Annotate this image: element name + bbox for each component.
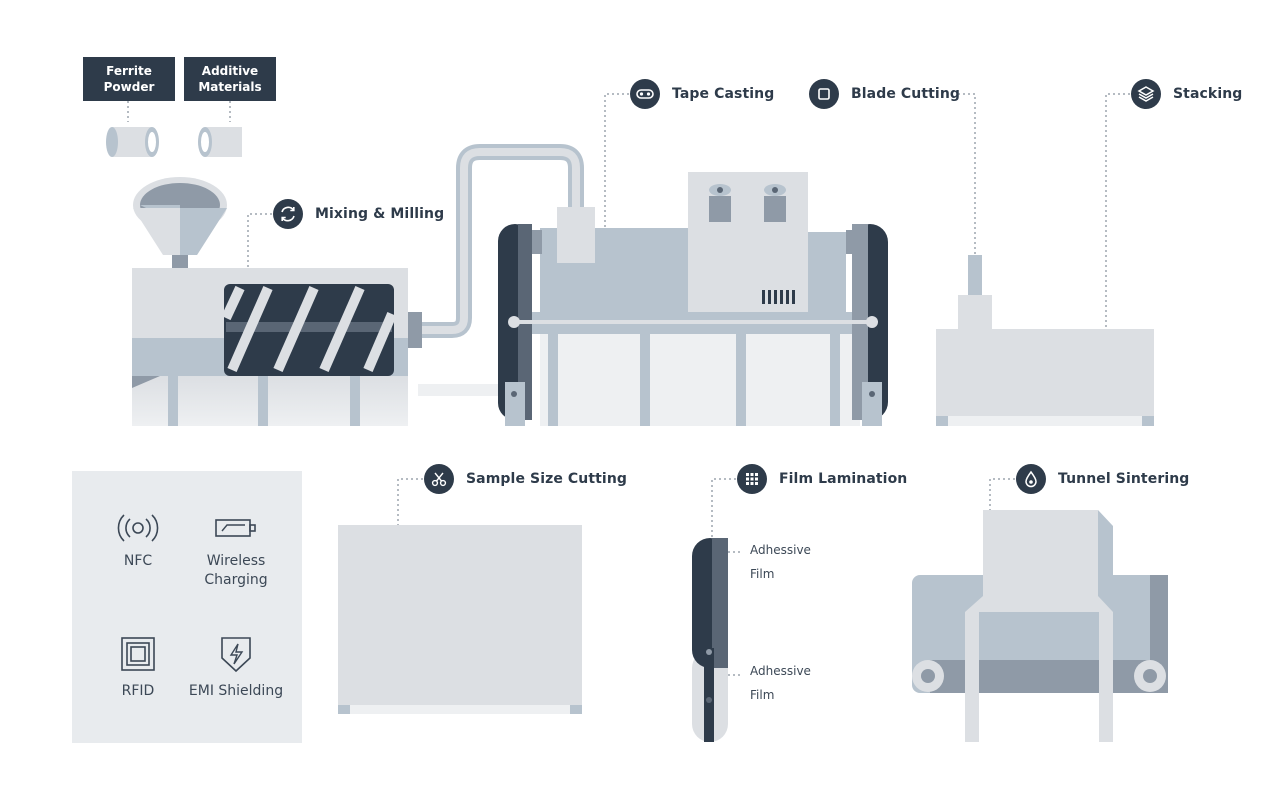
feed-pipe [418,144,584,396]
sample-cutting-table [338,525,582,714]
application-rfid: RFID [98,634,178,701]
step-tunnel-sintering: Tunnel Sintering [1058,471,1190,487]
nfc-label: NFC [123,553,153,569]
step-blade-cutting: Blade Cutting [851,86,961,102]
grid-icon [737,464,767,494]
adhesive-film-label-bottom: Adhessive Film [750,664,811,702]
additive-tube [198,127,242,157]
leader-lines [127,93,1130,676]
layers-icon [1131,79,1161,109]
rfid-label: RFID [121,683,155,699]
scissors-icon [424,464,454,494]
step-sample-size-cutting: Sample Size Cutting [466,471,628,487]
step-mixing-milling: Mixing & Milling [315,206,445,222]
step-film-lamination: Film Lamination [779,471,908,487]
application-emi-shielding: EMI Shielding [184,634,288,701]
step-stacking: Stacking [1173,86,1243,102]
tunnel-furnace [912,510,1168,742]
blade-cutting-stacking [936,255,1154,426]
tape-roll-icon [630,79,660,109]
flame-icon [1016,464,1046,494]
wireless-charging-label: Wireless Charging [204,553,268,588]
lamination-rollers [692,538,728,742]
ferrite-tube [106,127,159,157]
application-wireless-charging: Wireless Charging [188,512,284,590]
tape-casting-machine [498,172,888,426]
adhesive-film-label-top: Adhessive Film [750,543,811,581]
shield-bolt-icon [221,637,251,673]
ferrite-powder-label: Ferrite Powder [83,57,175,101]
step-tape-casting: Tape Casting [672,86,775,102]
applications-panel [72,471,302,743]
emi-shielding-label: EMI Shielding [188,683,284,699]
additive-materials-label: Additive Materials [184,57,276,101]
application-nfc: NFC [98,512,178,571]
battery-icon [215,519,256,537]
nfc-icon [117,514,159,542]
mixer-machine [132,177,422,426]
square-icon [809,79,839,109]
rfid-chip-icon [121,637,155,671]
refresh-icon [273,199,303,229]
